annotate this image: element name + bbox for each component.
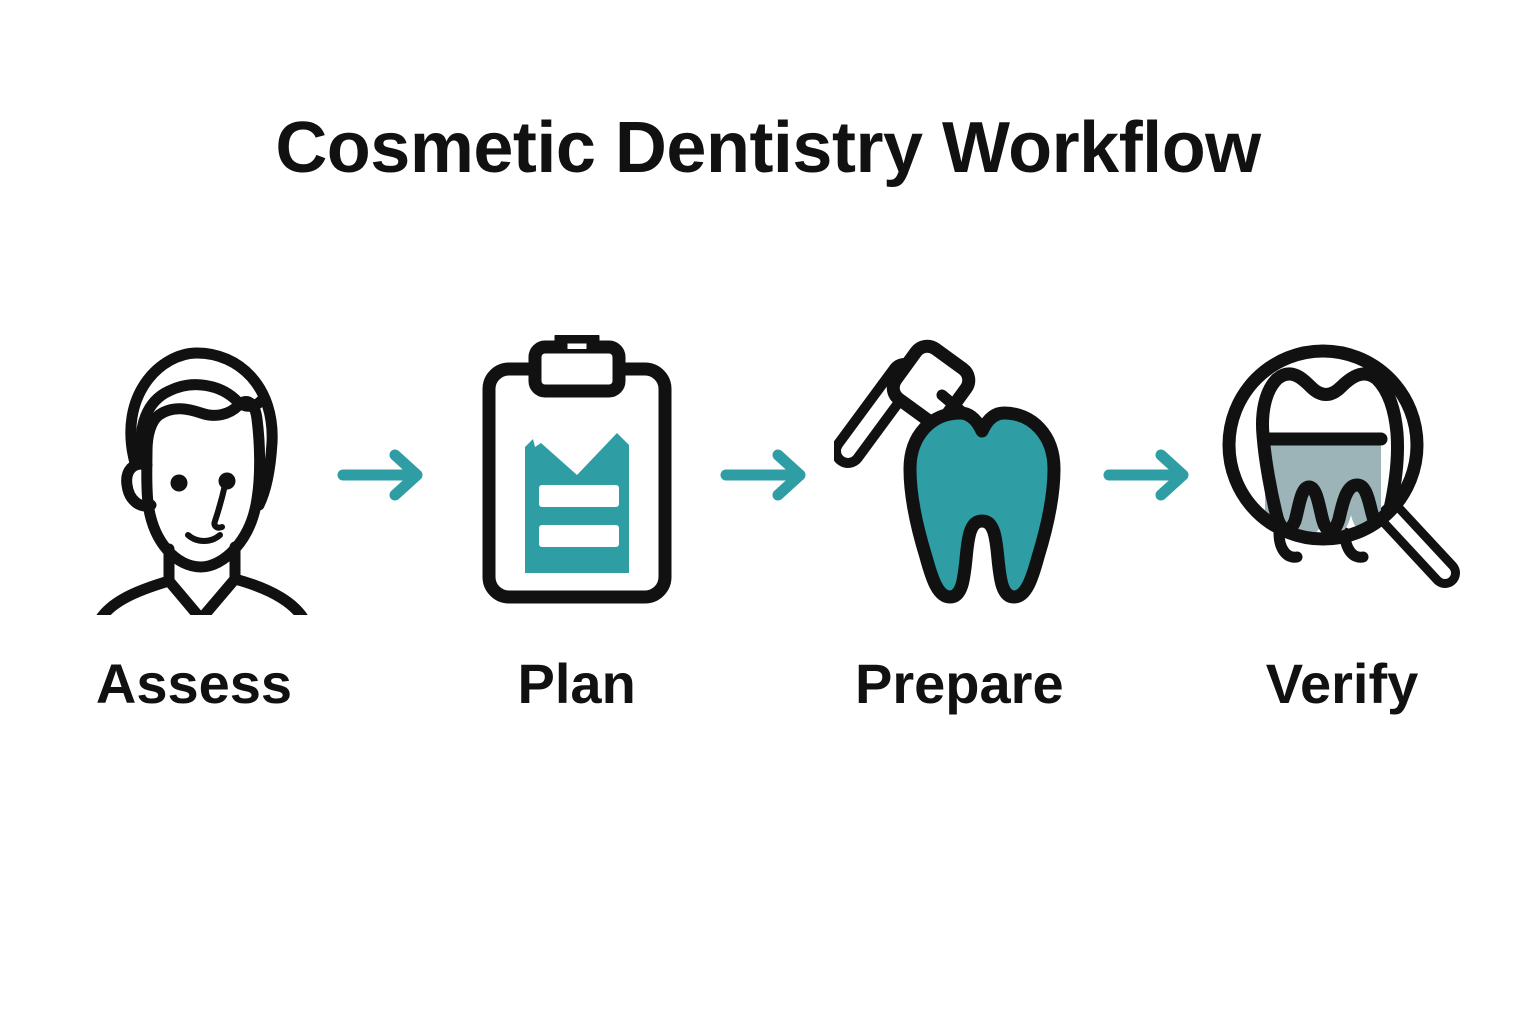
workflow-step-prepare[interactable]: Prepare (825, 330, 1093, 712)
step-label-verify: Verify (1265, 652, 1419, 715)
tooth-drill-icon (825, 330, 1093, 620)
page-title: Cosmetic Dentistry Workflow (275, 108, 1261, 188)
patient-face-icon (60, 330, 328, 620)
step-label-assess: Assess (95, 652, 293, 715)
step-label-plan: Plan (517, 652, 636, 715)
workflow-step-verify[interactable]: Verify (1208, 330, 1476, 712)
arrow-right-icon-2 (712, 330, 824, 620)
arrow-right-icon-1 (329, 330, 441, 620)
magnifier-tooth-icon (1208, 330, 1476, 620)
step-label-prepare: Prepare (855, 652, 1064, 715)
workflow-step-plan[interactable]: Plan (443, 330, 711, 712)
workflow-row: Assess (60, 330, 1476, 750)
arrow-right-icon-3 (1095, 330, 1207, 620)
clipboard-chart-icon (443, 330, 711, 620)
workflow-step-assess[interactable]: Assess (60, 330, 328, 712)
